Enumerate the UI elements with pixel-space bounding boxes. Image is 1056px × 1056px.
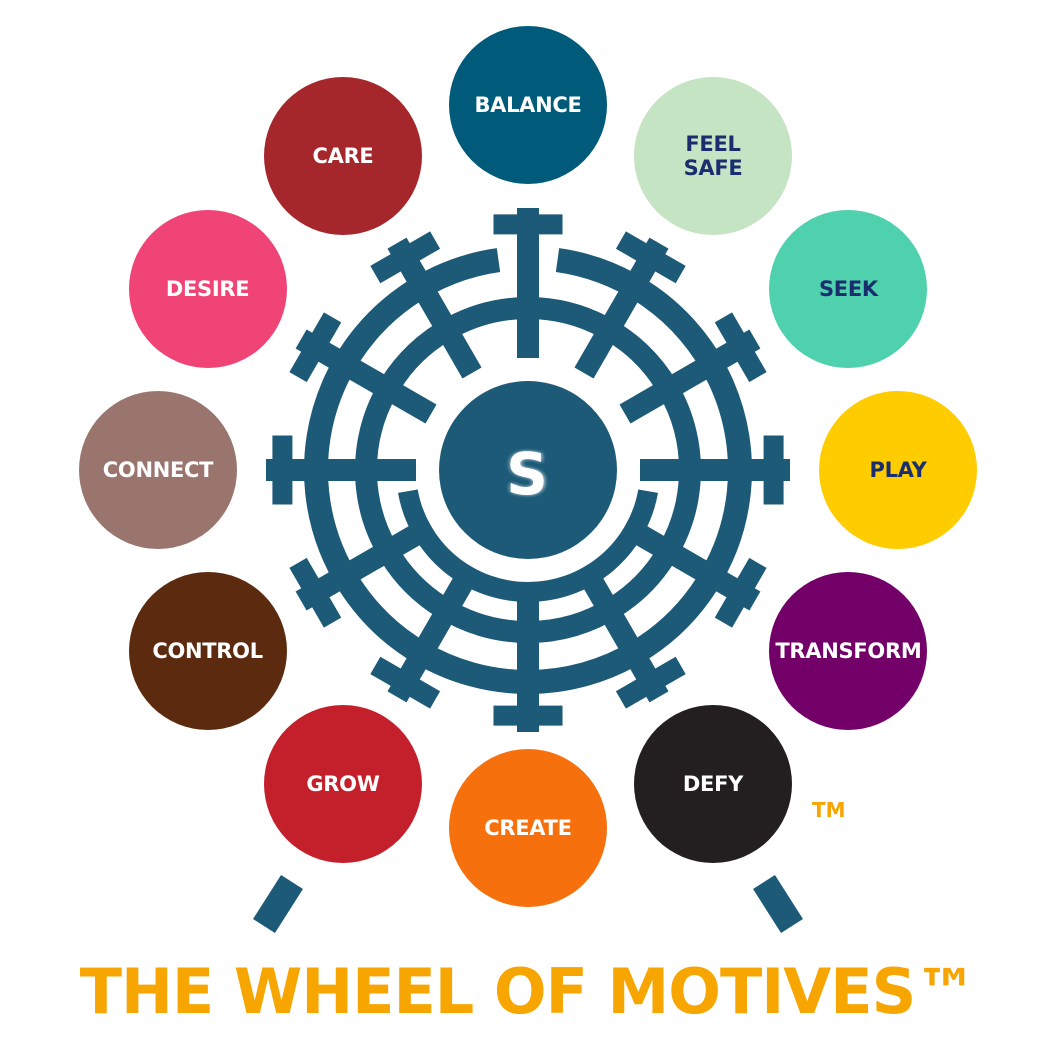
motive-create: CREATE — [449, 749, 607, 907]
wheel-spoke-cap — [615, 231, 686, 284]
motive-label: TRANSFORM — [775, 639, 922, 664]
motive-seek: SEEK — [769, 209, 928, 368]
motive-label: CARE — [312, 143, 374, 168]
motive-feel-safe: FEEL SAFE — [634, 76, 792, 235]
wheel-spoke-cap — [714, 312, 767, 383]
wheel-spoke-cap — [615, 656, 686, 709]
center-logo-letter: S — [506, 440, 548, 508]
motive-label: PLAY — [869, 458, 927, 482]
wheel-hub — [439, 381, 617, 559]
motive-label: GROW — [306, 772, 380, 797]
motive-label: CONTROL — [152, 639, 263, 664]
wheel-leg-left — [253, 875, 303, 933]
motive-desire: DESIRE — [128, 209, 287, 368]
wheel-spoke-cap — [714, 557, 767, 628]
motive-label: DESIRE — [165, 276, 250, 301]
motive-defy: DEFY — [634, 705, 792, 864]
motive-label: SEEK — [818, 276, 878, 301]
motive-label: DEFY — [682, 772, 744, 797]
wheel-spoke-cap — [370, 656, 441, 709]
motive-label: CREATE — [484, 816, 572, 840]
motive-transform: TRANSFORM — [769, 572, 928, 731]
motive-label: BALANCE — [474, 93, 582, 117]
wheel-spoke-cap — [370, 231, 441, 284]
motive-care: CARE — [264, 76, 422, 235]
wheel-frame — [253, 208, 803, 933]
motive-play: PLAY — [819, 391, 977, 549]
motive-label: FEEL SAFE — [683, 131, 743, 180]
page-title: THE WHEEL OF MOTIVES™ — [79, 955, 978, 1028]
trademark-mark: TM — [812, 798, 846, 822]
motive-connect: CONNECT — [79, 391, 237, 549]
motive-grow: GROW — [264, 705, 422, 864]
wheel-spoke-cap — [289, 557, 342, 628]
wheel-spoke-cap — [289, 312, 342, 383]
wheel-leg-right — [753, 875, 803, 933]
motive-balance: BALANCE — [449, 26, 607, 184]
motive-control: CONTROL — [128, 572, 287, 731]
motive-label: CONNECT — [102, 458, 214, 482]
